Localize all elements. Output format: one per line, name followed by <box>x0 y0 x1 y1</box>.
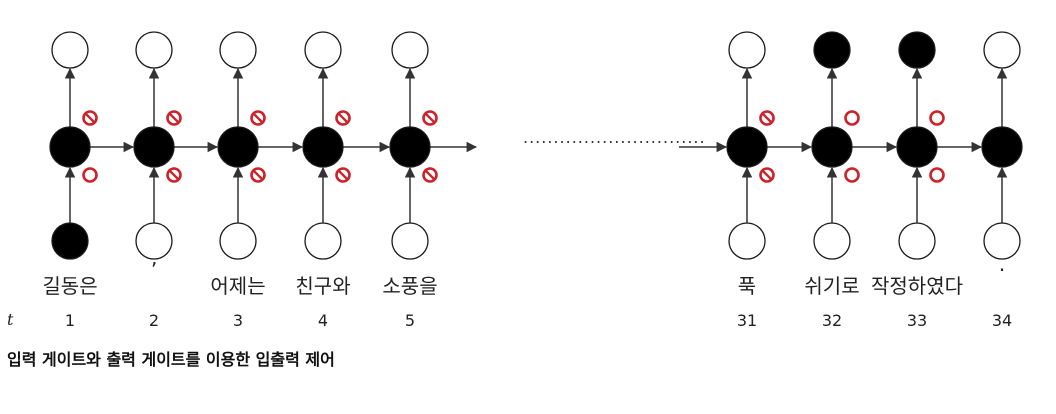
output-gate-2-slash <box>168 112 180 124</box>
output-gate-1-slash <box>84 112 96 124</box>
input-node-32 <box>813 222 851 260</box>
output-gate-4 <box>335 110 351 126</box>
output-gate-5-slash <box>424 112 436 124</box>
input-gate-32 <box>844 167 860 183</box>
output-gate-32 <box>844 110 860 126</box>
hidden-node-33 <box>896 126 938 168</box>
output-gate-31-slash <box>761 112 773 124</box>
input-gate-5 <box>422 167 438 183</box>
output-node-32 <box>813 31 851 69</box>
time-step-33: 33 <box>906 311 928 330</box>
output-node-1 <box>51 31 89 69</box>
output-gate-1 <box>82 110 98 126</box>
input-gate-1 <box>82 167 98 183</box>
hidden-node-32 <box>811 126 853 168</box>
input-gate-5-slash <box>424 169 436 181</box>
output-node-4 <box>304 31 342 69</box>
input-node-5 <box>391 222 429 260</box>
input-node-33 <box>898 222 936 260</box>
sequence-ellipsis: .............................. <box>523 128 706 147</box>
output-gate-4-slash <box>337 112 349 124</box>
input-node-34 <box>983 222 1021 260</box>
output-node-31 <box>728 31 766 69</box>
word-label-3: 어제는 <box>210 274 266 298</box>
output-node-34 <box>983 31 1021 69</box>
time-step-5: 5 <box>404 311 416 330</box>
input-gate-33 <box>929 167 945 183</box>
input-node-3 <box>219 222 257 260</box>
output-node-5 <box>391 31 429 69</box>
word-label-1: 길동은 <box>42 274 98 298</box>
output-node-33 <box>898 31 936 69</box>
hidden-node-31 <box>726 126 768 168</box>
hidden-node-34 <box>981 126 1023 168</box>
input-gate-4-slash <box>337 169 349 181</box>
input-gate-3 <box>250 167 266 183</box>
hidden-node-1 <box>49 126 91 168</box>
input-gate-2-slash <box>168 169 180 181</box>
time-step-2: 2 <box>148 311 160 330</box>
output-node-3 <box>219 31 257 69</box>
input-gate-2 <box>166 167 182 183</box>
time-step-34: 34 <box>991 311 1013 330</box>
word-label-34: · <box>998 258 1006 282</box>
hidden-node-4 <box>302 126 344 168</box>
figure-caption: 입력 게이트와 출력 게이트를 이용한 입출력 제어 <box>7 350 335 369</box>
time-step-4: 4 <box>317 311 329 330</box>
input-gate-31-slash <box>761 169 773 181</box>
input-node-2 <box>135 222 173 260</box>
hidden-node-3 <box>217 126 259 168</box>
hidden-node-5 <box>389 126 431 168</box>
input-node-1 <box>51 222 89 260</box>
time-step-32: 32 <box>821 311 843 330</box>
time-axis-label: t <box>7 310 14 329</box>
input-node-31 <box>728 222 766 260</box>
output-node-2 <box>135 31 173 69</box>
output-gate-3 <box>250 110 266 126</box>
input-gate-31 <box>759 167 775 183</box>
time-step-31: 31 <box>736 311 758 330</box>
word-label-32: 쉬기로 <box>804 274 860 298</box>
word-label-33: 작정하였다 <box>871 274 963 298</box>
word-label-5: 소풍을 <box>382 274 438 298</box>
input-gate-4 <box>335 167 351 183</box>
input-gate-3-slash <box>252 169 264 181</box>
hidden-node-2 <box>133 126 175 168</box>
output-gate-33 <box>929 110 945 126</box>
word-label-31: 푹 <box>737 274 757 298</box>
output-gate-3-slash <box>252 112 264 124</box>
word-label-2: ’ <box>150 258 158 282</box>
output-gate-31 <box>759 110 775 126</box>
output-gate-5 <box>422 110 438 126</box>
time-step-1: 1 <box>64 311 76 330</box>
word-label-4: 친구와 <box>295 274 351 298</box>
input-node-4 <box>304 222 342 260</box>
output-gate-2 <box>166 110 182 126</box>
time-step-3: 3 <box>232 311 244 330</box>
